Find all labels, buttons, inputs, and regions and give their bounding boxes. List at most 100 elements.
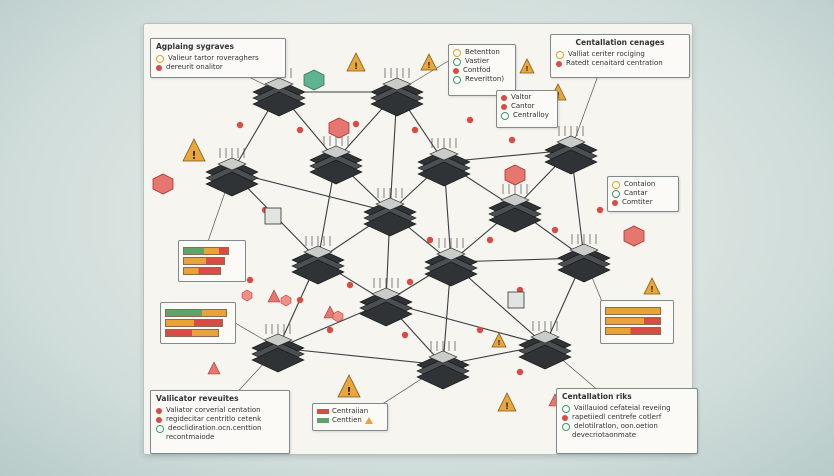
legend-line: rapetiiedl centrefe cotlerf bbox=[572, 413, 662, 421]
red-dot-icon bbox=[156, 416, 162, 423]
server-node-layer bbox=[557, 257, 611, 283]
risk-hex-icon bbox=[332, 310, 344, 323]
legend-top-mid: Betentton Vastier Contfod Reveritton) bbox=[448, 44, 516, 96]
server-node-layer bbox=[370, 91, 424, 117]
bar bbox=[165, 319, 223, 327]
legend-line: Valieur tartor roveraghers bbox=[168, 54, 259, 62]
warning-icon-mark: ! bbox=[354, 62, 358, 72]
server-node-top bbox=[217, 157, 247, 171]
server-node-layer bbox=[359, 301, 413, 327]
server-node-top bbox=[428, 350, 458, 364]
warning-icon bbox=[182, 138, 206, 162]
legend-top-left-title: Agplaing sygraves bbox=[156, 42, 234, 51]
server-node-layer bbox=[488, 207, 542, 233]
risk-bars-left bbox=[178, 240, 246, 282]
red-dot-icon bbox=[556, 60, 562, 67]
junction-dot bbox=[246, 276, 254, 284]
spacer bbox=[156, 435, 162, 441]
bar bbox=[165, 329, 219, 337]
server-node-layer bbox=[205, 171, 259, 197]
legend-right-mid: Contaion Cantar Comtiter bbox=[607, 176, 679, 212]
network-link bbox=[385, 301, 546, 346]
junction-dot bbox=[426, 236, 434, 244]
network-link bbox=[277, 347, 444, 366]
orange-dot-icon bbox=[453, 48, 461, 57]
server-node-top bbox=[263, 333, 293, 347]
red-swatch-icon bbox=[317, 409, 329, 414]
bar bbox=[605, 307, 661, 315]
bitcoin-badge-icon bbox=[328, 117, 350, 139]
warning-icon-mark: ! bbox=[191, 149, 196, 162]
warning-icon-mark: ! bbox=[505, 402, 509, 412]
legend-line: recontmaiode bbox=[166, 433, 215, 441]
green-dot-icon bbox=[453, 75, 461, 84]
server-node-layer bbox=[424, 261, 478, 287]
legend-line: Contaion bbox=[624, 180, 656, 188]
server-node-layer bbox=[363, 211, 417, 237]
junction-dot bbox=[346, 281, 354, 289]
legend-line: dereurit onalitor bbox=[166, 63, 223, 71]
warning-icon-mark: ! bbox=[427, 61, 431, 70]
server-node-top bbox=[371, 287, 401, 301]
server-node-layer bbox=[416, 364, 470, 390]
warning-icon-mark: ! bbox=[346, 385, 351, 398]
legend-bottom-mid: Centraiian Centtien bbox=[312, 403, 388, 431]
junction-dot bbox=[551, 226, 559, 234]
legend-line: Betentton bbox=[465, 48, 500, 56]
legend-bottom-right-title: Centallation riks bbox=[562, 392, 632, 401]
bitcoin-badge-icon bbox=[623, 225, 645, 247]
legend-bottom-right: Centallation riks Vaillauiod cefateial r… bbox=[556, 388, 698, 454]
legend-bottom-left: Valiicator reveuites Valiator corverial … bbox=[150, 390, 290, 454]
server-node-top bbox=[530, 330, 560, 344]
red-dot-icon bbox=[156, 407, 162, 414]
warning-icon-mark: ! bbox=[525, 65, 528, 73]
server-node-layer bbox=[518, 344, 572, 370]
bar bbox=[183, 267, 221, 275]
bar bbox=[183, 247, 229, 255]
server-node-top bbox=[556, 135, 586, 149]
junction-dot bbox=[236, 121, 244, 129]
server-node-layer bbox=[291, 259, 345, 285]
warning-icon bbox=[643, 277, 661, 295]
risk-bars-left-lower bbox=[160, 302, 236, 344]
server-node-top bbox=[321, 145, 351, 159]
junction-dot bbox=[406, 278, 414, 286]
risk-hex-icon bbox=[280, 294, 292, 307]
bar bbox=[165, 309, 227, 317]
legend-line: Valtor bbox=[511, 93, 532, 101]
alert-triangle-icon bbox=[207, 361, 221, 375]
legend-top-left: Agplaing sygraves Valieur tartor roverag… bbox=[150, 38, 286, 78]
red-dot-icon bbox=[156, 64, 162, 71]
warning-icon-mark: ! bbox=[650, 285, 654, 294]
junction-dot bbox=[486, 236, 494, 244]
bar bbox=[605, 317, 661, 325]
legend-line: Valiator corverial centation bbox=[166, 406, 261, 414]
junction-dot bbox=[401, 331, 409, 339]
shield-badge-icon bbox=[303, 69, 325, 91]
server-node-top bbox=[429, 147, 459, 161]
legend-line: Comtiter bbox=[622, 198, 653, 206]
warning-icon bbox=[420, 53, 438, 71]
junction-dot bbox=[596, 206, 604, 214]
warning-icon-mark: ! bbox=[497, 339, 500, 347]
legend-top-right: Centallation cenages Valliat ceriter roc… bbox=[550, 34, 690, 78]
legend-line: Vaillauiod cefateial reveiing bbox=[574, 404, 671, 412]
orange-dot-icon bbox=[612, 180, 620, 189]
junction-dot bbox=[352, 120, 360, 128]
legend-line: Cantar bbox=[624, 189, 648, 197]
bar bbox=[183, 257, 225, 265]
server-node-top bbox=[382, 77, 412, 91]
legend-line: deoclidiration.ocn.centtion bbox=[168, 424, 262, 432]
legend-line: devecriotaonmate bbox=[572, 431, 637, 439]
legend-top-right-title: Centallation cenages bbox=[575, 38, 665, 47]
legend-mid-tag: Valtor Cantor Centralloy bbox=[496, 90, 558, 128]
server-node-layer bbox=[251, 347, 305, 373]
server-node-top bbox=[375, 197, 405, 211]
legend-line: regidecitar centritlo cetenk bbox=[166, 415, 262, 423]
network-link bbox=[231, 171, 391, 213]
red-dot-icon bbox=[612, 199, 618, 206]
junction-dot bbox=[296, 296, 304, 304]
server-node-top bbox=[436, 247, 466, 261]
orange-dot-icon bbox=[156, 54, 164, 63]
